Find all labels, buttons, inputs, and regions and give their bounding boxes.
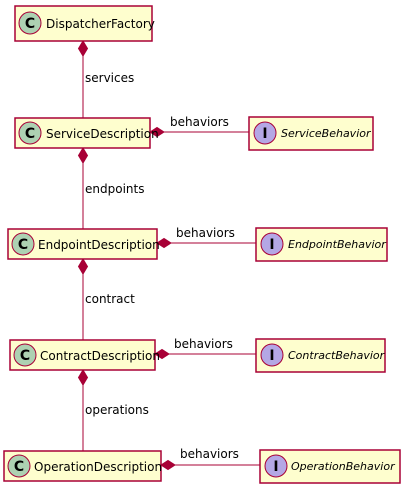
composition-diamond bbox=[77, 40, 89, 57]
class-stereotype-letter: C bbox=[18, 237, 28, 253]
interface-stereotype-letter: I bbox=[273, 459, 278, 475]
composition-diamond bbox=[77, 147, 89, 164]
class-stereotype-letter: C bbox=[25, 16, 35, 32]
edge-operation-behaviors: behaviors bbox=[160, 447, 260, 471]
class-name: ServiceDescription bbox=[46, 127, 159, 141]
edge-contract: contract bbox=[77, 258, 135, 340]
class-name: ContractDescription bbox=[40, 349, 160, 363]
composition-diamond bbox=[77, 258, 89, 275]
edge-endpoint-behaviors: behaviors bbox=[156, 226, 256, 249]
class-stereotype-letter: C bbox=[14, 459, 24, 475]
edge-label-contract: contract bbox=[85, 292, 135, 306]
class-name: DispatcherFactory bbox=[46, 17, 155, 31]
edge-service-behaviors: behaviors bbox=[149, 115, 249, 138]
edge-label-operation-behaviors: behaviors bbox=[180, 447, 239, 461]
edge-label-endpoint-behaviors: behaviors bbox=[176, 226, 235, 240]
interface-operation-behavior[interactable]: I OperationBehavior bbox=[259, 449, 401, 484]
class-name: OperationDescription bbox=[34, 460, 162, 474]
composition-diamond bbox=[154, 348, 170, 360]
edge-services: services bbox=[77, 40, 134, 118]
class-stereotype-icon bbox=[13, 343, 37, 367]
interface-stereotype-icon bbox=[260, 343, 284, 367]
composition-diamond bbox=[149, 126, 165, 138]
edge-label-operations: operations bbox=[85, 403, 149, 417]
class-stereotype-icon bbox=[18, 121, 42, 145]
class-name: EndpointDescription bbox=[38, 238, 160, 252]
interface-stereotype-icon bbox=[260, 232, 284, 256]
class-endpoint-description[interactable]: C EndpointDescription bbox=[7, 228, 160, 260]
class-contract-description[interactable]: C ContractDescription bbox=[9, 339, 160, 371]
edge-label-endpoints: endpoints bbox=[85, 182, 144, 196]
interface-stereotype-letter: I bbox=[262, 126, 267, 142]
edge-label-service-behaviors: behaviors bbox=[170, 115, 229, 129]
composition-diamond bbox=[160, 459, 176, 471]
edge-endpoints: endpoints bbox=[77, 147, 144, 229]
class-stereotype-icon bbox=[18, 11, 42, 35]
class-stereotype-icon bbox=[11, 232, 35, 256]
interface-name: EndpointBehavior bbox=[288, 238, 387, 251]
interface-name: ServiceBehavior bbox=[281, 127, 372, 140]
class-stereotype-icon bbox=[7, 454, 31, 478]
interface-stereotype-icon bbox=[264, 454, 288, 478]
interface-contract-behavior[interactable]: I ContractBehavior bbox=[255, 338, 386, 373]
edge-label-services: services bbox=[85, 71, 134, 85]
edge-contract-behaviors: behaviors bbox=[154, 337, 256, 360]
edge-label-contract-behaviors: behaviors bbox=[174, 337, 233, 351]
interface-name: ContractBehavior bbox=[288, 349, 386, 362]
class-operation-description[interactable]: C OperationDescription bbox=[3, 450, 162, 482]
interface-service-behavior[interactable]: I ServiceBehavior bbox=[248, 116, 374, 151]
interface-stereotype-letter: I bbox=[269, 348, 274, 364]
composition-diamond bbox=[156, 237, 172, 249]
interface-stereotype-letter: I bbox=[269, 237, 274, 253]
composition-diamond bbox=[77, 369, 89, 386]
interface-stereotype-icon bbox=[253, 121, 277, 145]
class-stereotype-letter: C bbox=[20, 348, 30, 364]
edge-operations: operations bbox=[77, 369, 149, 451]
class-dispatcher-factory[interactable]: C DispatcherFactory bbox=[14, 5, 155, 42]
interface-endpoint-behavior[interactable]: I EndpointBehavior bbox=[255, 227, 388, 262]
class-service-description[interactable]: C ServiceDescription bbox=[14, 117, 159, 149]
class-stereotype-letter: C bbox=[25, 126, 35, 142]
interface-name: OperationBehavior bbox=[291, 460, 396, 473]
